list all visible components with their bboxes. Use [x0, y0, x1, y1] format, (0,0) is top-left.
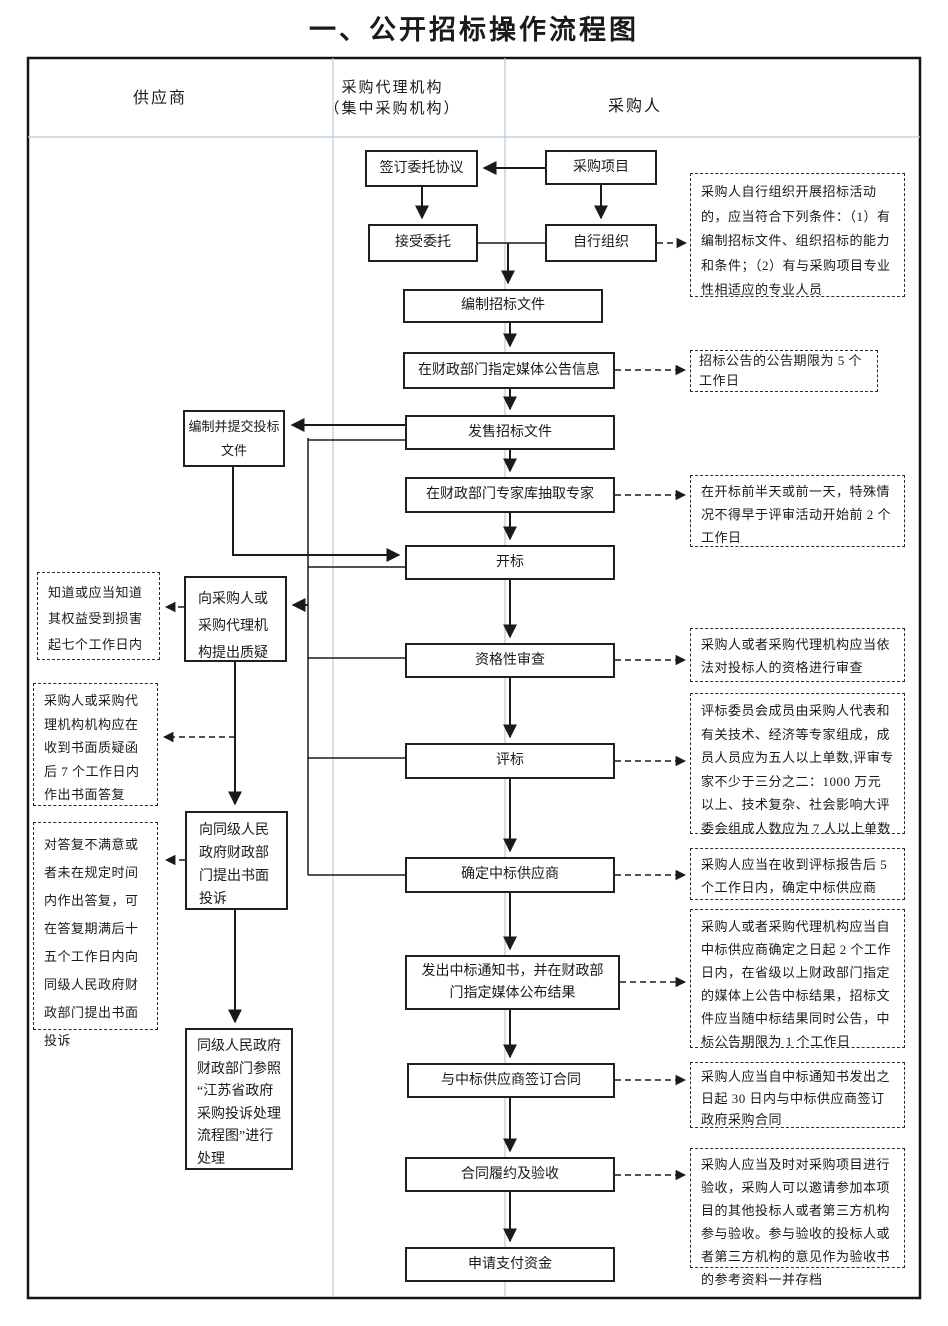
node-file-complaint: 向同级人民政府财政部门提出书面投诉 — [185, 811, 288, 910]
note-result-announcement: 采购人或者采购代理机构应当自中标供应商确定之日起 2 个工作日内，在省级以上财政… — [690, 909, 905, 1049]
node-announce: 在财政部门指定媒体公告信息 — [403, 352, 615, 389]
dashed-arrows — [162, 237, 688, 1181]
note-contract-period: 采购人应当自中标通知书发出之日起 30 日内与中标供应商签订政府采购合同 — [690, 1062, 905, 1128]
lane-header-agency-line1: 采购代理机构 — [341, 80, 444, 96]
node-project: 采购项目 — [545, 150, 657, 185]
page-title: 一、公开招标操作流程图 — [309, 15, 639, 45]
node-prepare-docs: 编制招标文件 — [403, 289, 603, 323]
node-open-bid: 开标 — [405, 545, 615, 580]
node-sign-contract: 与中标供应商签订合同 — [407, 1063, 615, 1098]
node-bid-evaluation: 评标 — [405, 743, 615, 779]
note-self-organize-conditions: 采购人自行组织开展招标活动的，应当符合下列条件：（1）有编制招标文件、组织招标的… — [690, 173, 905, 297]
lane-header-purchaser: 采购人 — [607, 98, 662, 115]
note-written-reply: 采购人或采购代理机构机构应在收到书面质疑函后 7 个工作日内作出书面答复 — [33, 683, 158, 806]
note-announce-period: 招标公告的公告期限为 5 个工作日 — [690, 350, 878, 392]
lane-header-agency: 采购代理机构 （集中采购机构） — [300, 76, 485, 118]
note-know-rights: 知道或应当知道其权益受到损害起七个工作日内 — [37, 572, 160, 660]
note-acceptance-rules: 采购人应当及时对采购项目进行验收，采购人可以邀请参加本项目的其他投标人或者第三方… — [690, 1148, 905, 1287]
node-contract-acceptance: 合同履约及验收 — [405, 1157, 615, 1192]
note-expert-timing: 在开标前半天或前一天，特殊情况不得早于评审活动开始前 2 个工作日 — [690, 475, 905, 547]
node-sell-docs: 发售招标文件 — [405, 415, 615, 450]
node-complaint-handling: 同级人民政府财政部门参照“江苏省政府采购投诉处理流程图”进行处理 — [185, 1028, 293, 1170]
node-apply-payment: 申请支付资金 — [405, 1247, 615, 1282]
note-evaluation-committee: 评标委员会成员由采购人代表和有关技术、经济等专家组成，成员人员应为五人以上单数,… — [690, 693, 905, 836]
node-raise-query: 向采购人或采购代理机构提出质疑 — [184, 576, 287, 662]
note-qualification-law: 采购人或者采购代理机构应当依法对投标人的资格进行审查 — [690, 628, 905, 682]
node-issue-notice: 发出中标通知书，并在财政部门指定媒体公布结果 — [405, 955, 620, 1010]
node-sign-agreement: 签订委托协议 — [365, 150, 478, 187]
lane-header-supplier: 供应商 — [132, 90, 187, 107]
table-border — [26, 56, 922, 1300]
node-qualification-review: 资格性审查 — [405, 643, 615, 678]
note-dissatisfied: 对答复不满意或者未在规定时间内作出答复，可在答复期满后十五个工作日内向同级人民政… — [33, 822, 158, 1048]
note-determine-period: 采购人应当在收到评标报告后 5 个工作日内，确定中标供应商 — [690, 848, 905, 900]
flow-arrows — [228, 161, 608, 1243]
node-self-organize: 自行组织 — [545, 224, 657, 262]
plain-connectors — [307, 242, 545, 876]
node-prepare-bid: 编制并提交投标文件 — [183, 410, 285, 467]
node-determine-winner: 确定中标供应商 — [405, 857, 615, 893]
lane-header-agency-line2: （集中采购机构） — [324, 101, 461, 117]
node-draw-experts: 在财政部门专家库抽取专家 — [405, 477, 615, 513]
node-accept-entrustment: 接受委托 — [368, 224, 478, 262]
